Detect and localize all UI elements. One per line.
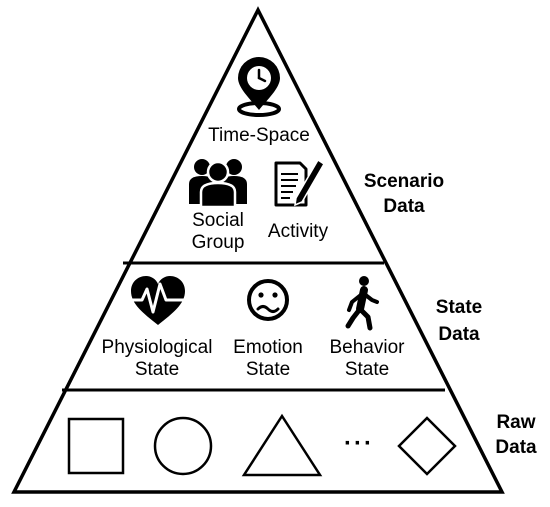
- social-group-label-line1: Social: [192, 210, 244, 231]
- social-group-label-line2: Group: [192, 232, 245, 253]
- pyramid-outline: [11, 6, 505, 494]
- activity-label: Activity: [268, 221, 329, 242]
- physiological-state-label-line2: State: [135, 359, 179, 380]
- time-space-label: Time-Space: [208, 125, 310, 146]
- walking-person-icon: [345, 276, 379, 331]
- circle-icon: [153, 416, 213, 476]
- square-icon: [67, 417, 125, 475]
- worried-face-icon: [247, 279, 289, 321]
- raw-data-title-line2: Data: [495, 437, 537, 458]
- behavior-state-label-line2: State: [345, 359, 389, 380]
- heart-pulse-icon: [128, 276, 188, 325]
- location-pin-clock-icon: [237, 57, 281, 117]
- state-data-title-line1: State: [436, 297, 482, 318]
- people-group-icon: [189, 159, 247, 209]
- emotion-state-label-line2: State: [246, 359, 290, 380]
- document-pen-icon: [274, 158, 326, 207]
- emotion-state-label-line1: Emotion: [233, 337, 303, 358]
- scenario-data-title-line1: Scenario: [364, 171, 444, 192]
- scenario-data-title-line2: Data: [383, 196, 425, 217]
- state-data-title-line2: Data: [438, 324, 480, 345]
- ellipsis-text: ···: [344, 430, 374, 457]
- physiological-state-label-line1: Physiological: [102, 337, 213, 358]
- raw-data-title-line1: Raw: [496, 412, 535, 433]
- behavior-state-label-line1: Behavior: [330, 337, 406, 358]
- diamond-icon: [397, 416, 457, 476]
- triangle-icon: [241, 413, 323, 477]
